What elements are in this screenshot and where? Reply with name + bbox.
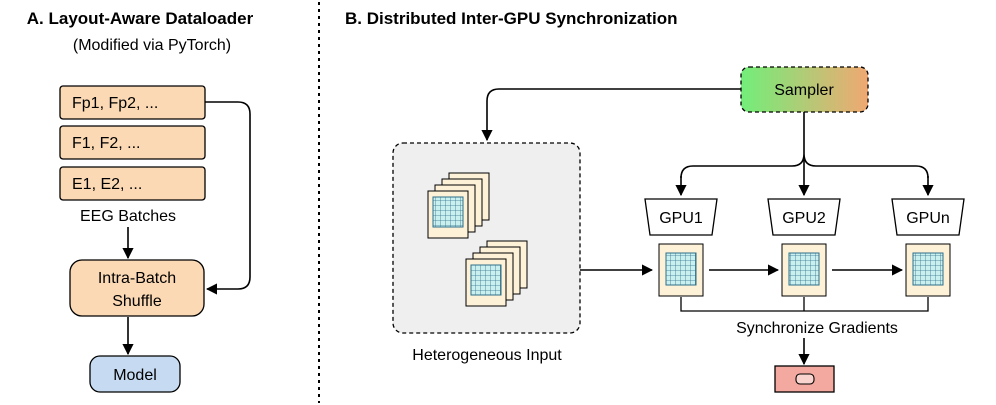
gpu2-node: GPU2 bbox=[767, 198, 841, 236]
gpu1-card bbox=[658, 243, 704, 297]
gpun-node: GPUn bbox=[891, 198, 965, 236]
model-label: Model bbox=[113, 367, 157, 384]
eeg-batch-2-label: F1, F2, ... bbox=[72, 135, 140, 152]
eeg-batch-1-label: Fp1, Fp2, ... bbox=[72, 95, 158, 112]
gpu1-node: GPU1 bbox=[644, 198, 718, 236]
gpu2-label: GPU2 bbox=[782, 210, 826, 227]
sampler-box: Sampler bbox=[740, 66, 869, 113]
sync-gradients-label: Synchronize Gradients bbox=[736, 320, 898, 337]
heterogeneous-input-label: Heterogeneous Input bbox=[412, 347, 562, 364]
document-stack-1 bbox=[427, 172, 490, 239]
gpu1-label: GPU1 bbox=[659, 210, 703, 227]
eeg-batch-1: Fp1, Fp2, ... bbox=[59, 85, 206, 120]
gpun-card bbox=[905, 243, 951, 297]
eeg-batch-2: F1, F2, ... bbox=[59, 125, 206, 160]
eeg-batch-3: E1, E2, ... bbox=[59, 166, 206, 201]
aggregated-result-box bbox=[774, 365, 835, 393]
eeg-batches-label: EEG Batches bbox=[80, 208, 176, 225]
gpu2-card bbox=[781, 243, 827, 297]
intra-batch-shuffle-box: Intra-Batch Shuffle bbox=[69, 259, 205, 317]
eeg-batch-3-label: E1, E2, ... bbox=[72, 176, 142, 193]
panel-b-title: B. Distributed Inter-GPU Synchronization bbox=[345, 9, 677, 28]
gpun-label: GPUn bbox=[906, 210, 950, 227]
panel-a-title: A. Layout-Aware Dataloader bbox=[27, 9, 254, 28]
shuffle-label-line1: Intra-Batch bbox=[98, 270, 176, 287]
heterogeneous-input-box bbox=[392, 142, 581, 334]
sync-bracket bbox=[680, 297, 929, 312]
sampler-branch-lines bbox=[680, 112, 929, 179]
model-box: Model bbox=[89, 355, 181, 393]
panel-b: B. Distributed Inter-GPU Synchronization… bbox=[345, 9, 965, 393]
sampler-label: Sampler bbox=[774, 82, 834, 99]
arrow-sampler-to-input bbox=[481, 88, 741, 142]
arrow-loop-to-shuffle bbox=[205, 101, 251, 295]
panel-a: A. Layout-Aware Dataloader (Modified via… bbox=[27, 9, 254, 393]
document-stack-2 bbox=[465, 240, 528, 307]
panel-a-subtitle: (Modified via PyTorch) bbox=[73, 37, 231, 54]
shuffle-label-line2: Shuffle bbox=[112, 293, 162, 310]
